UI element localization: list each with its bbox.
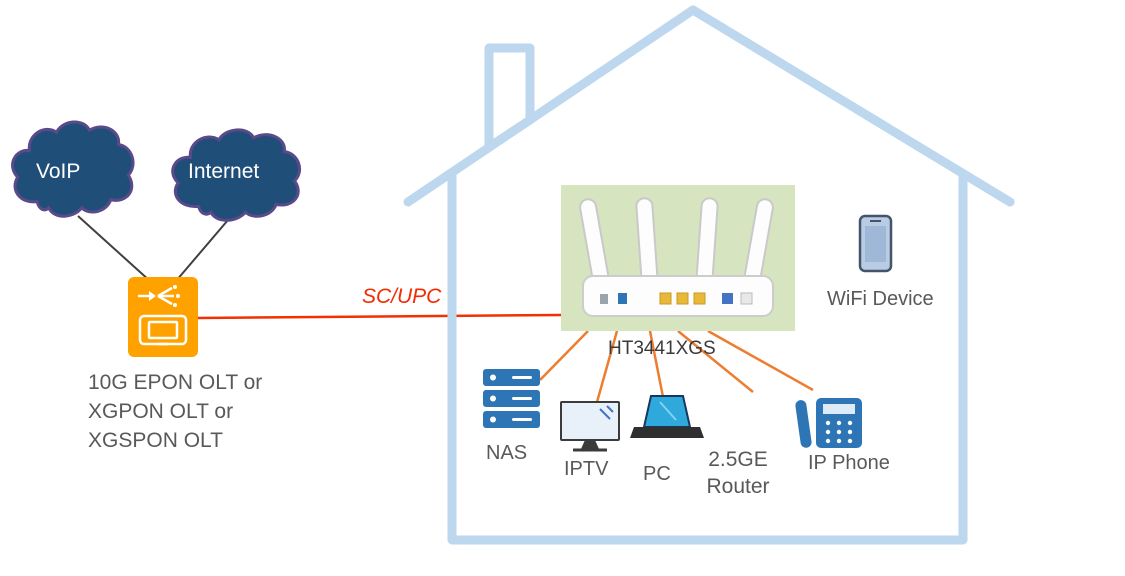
iptv-monitor-icon [560, 401, 620, 452]
fiber-line [196, 313, 562, 320]
wifi-device-label: WiFi Device [827, 288, 934, 310]
olt-device-icon [128, 277, 198, 357]
ont-router-image [561, 185, 795, 331]
router-antennas [579, 197, 774, 288]
monitor-icon [138, 314, 188, 346]
internet-cloud-label: Internet [188, 160, 260, 183]
ge-router-label: 2.5GE Router [706, 448, 770, 498]
smartphone-icon [858, 214, 893, 273]
fiber-connector-label: SC/UPC [362, 285, 442, 308]
ip-phone-icon [795, 398, 862, 448]
router-model-label: HT3441XGS [608, 338, 716, 359]
lan-lines [539, 329, 814, 403]
nas-icon [483, 369, 540, 428]
voip-cloud-label: VoIP [36, 160, 81, 183]
iptv-label: IPTV [564, 458, 609, 480]
ip-phone-label: IP Phone [808, 452, 890, 474]
router-ports [600, 292, 753, 305]
house-chimney [484, 43, 535, 152]
splitter-icon [138, 285, 180, 307]
house-outline [403, 5, 1015, 545]
olt-label: 10G EPON OLT or XGPON OLT or XGSPON OLT [88, 371, 263, 452]
pc-laptop-icon [630, 395, 704, 438]
cloud-uplink-lines [77, 215, 229, 282]
pc-label: PC [643, 463, 671, 485]
house-walls [447, 171, 968, 545]
nas-label: NAS [486, 442, 528, 464]
